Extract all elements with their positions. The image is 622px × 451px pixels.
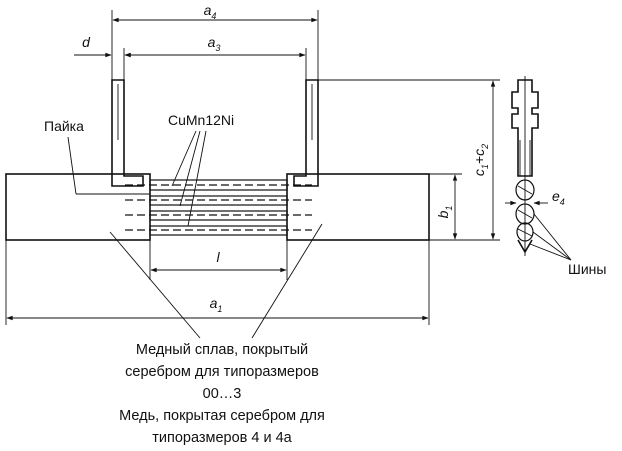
caption-line-4: Медь, покрытая серебром для xyxy=(119,408,325,424)
dimension-c1-c2: c1+c2 xyxy=(318,79,500,241)
e4-label: e xyxy=(552,188,560,204)
alloy-label: CuMn12Ni xyxy=(168,112,234,128)
c1-label: c xyxy=(471,169,487,176)
busbar-sections xyxy=(515,179,535,254)
resistance-strips xyxy=(125,179,312,236)
svg-text:e4: e4 xyxy=(552,188,565,207)
caption-line-2: серебром для типоразмеров xyxy=(125,364,319,380)
solder-callout: Пайка xyxy=(44,118,150,195)
material-caption: Медный сплав, покрытый серебром для типо… xyxy=(119,342,325,446)
svg-text:a3: a3 xyxy=(208,34,221,53)
caption-line-3: 00…3 xyxy=(203,386,242,402)
dimension-b1: b1 xyxy=(429,173,462,241)
a3-label: a xyxy=(208,34,216,50)
dimension-a3: a3 xyxy=(123,34,307,80)
dimension-a4: a4 xyxy=(111,2,319,80)
alloy-callout: CuMn12Ni xyxy=(168,112,234,227)
side-view: e4 Шины xyxy=(505,76,606,277)
svg-text:c1+c2: c1+c2 xyxy=(471,144,490,176)
d-label: d xyxy=(82,34,91,50)
dimension-d: d xyxy=(74,34,150,58)
busbars-label: Шины xyxy=(568,261,606,277)
dimension-l: l xyxy=(149,240,288,280)
a1-label: a xyxy=(210,295,218,311)
a4-label: a xyxy=(204,2,212,18)
right-bracket xyxy=(293,79,319,187)
solder-label: Пайка xyxy=(44,118,84,134)
svg-text:b1: b1 xyxy=(435,206,454,219)
l-label: l xyxy=(216,249,220,265)
caption-line-5: типоразмеров 4 и 4а xyxy=(152,430,292,446)
caption-line-1: Медный сплав, покрытый xyxy=(136,342,308,358)
c2-label: c xyxy=(471,149,487,156)
dimension-a1: a1 xyxy=(5,240,430,325)
b1-label: b xyxy=(435,210,451,218)
left-bracket xyxy=(111,79,144,187)
shunt-body xyxy=(5,79,430,241)
svg-text:a1: a1 xyxy=(210,295,223,314)
svg-text:a4: a4 xyxy=(204,2,217,21)
